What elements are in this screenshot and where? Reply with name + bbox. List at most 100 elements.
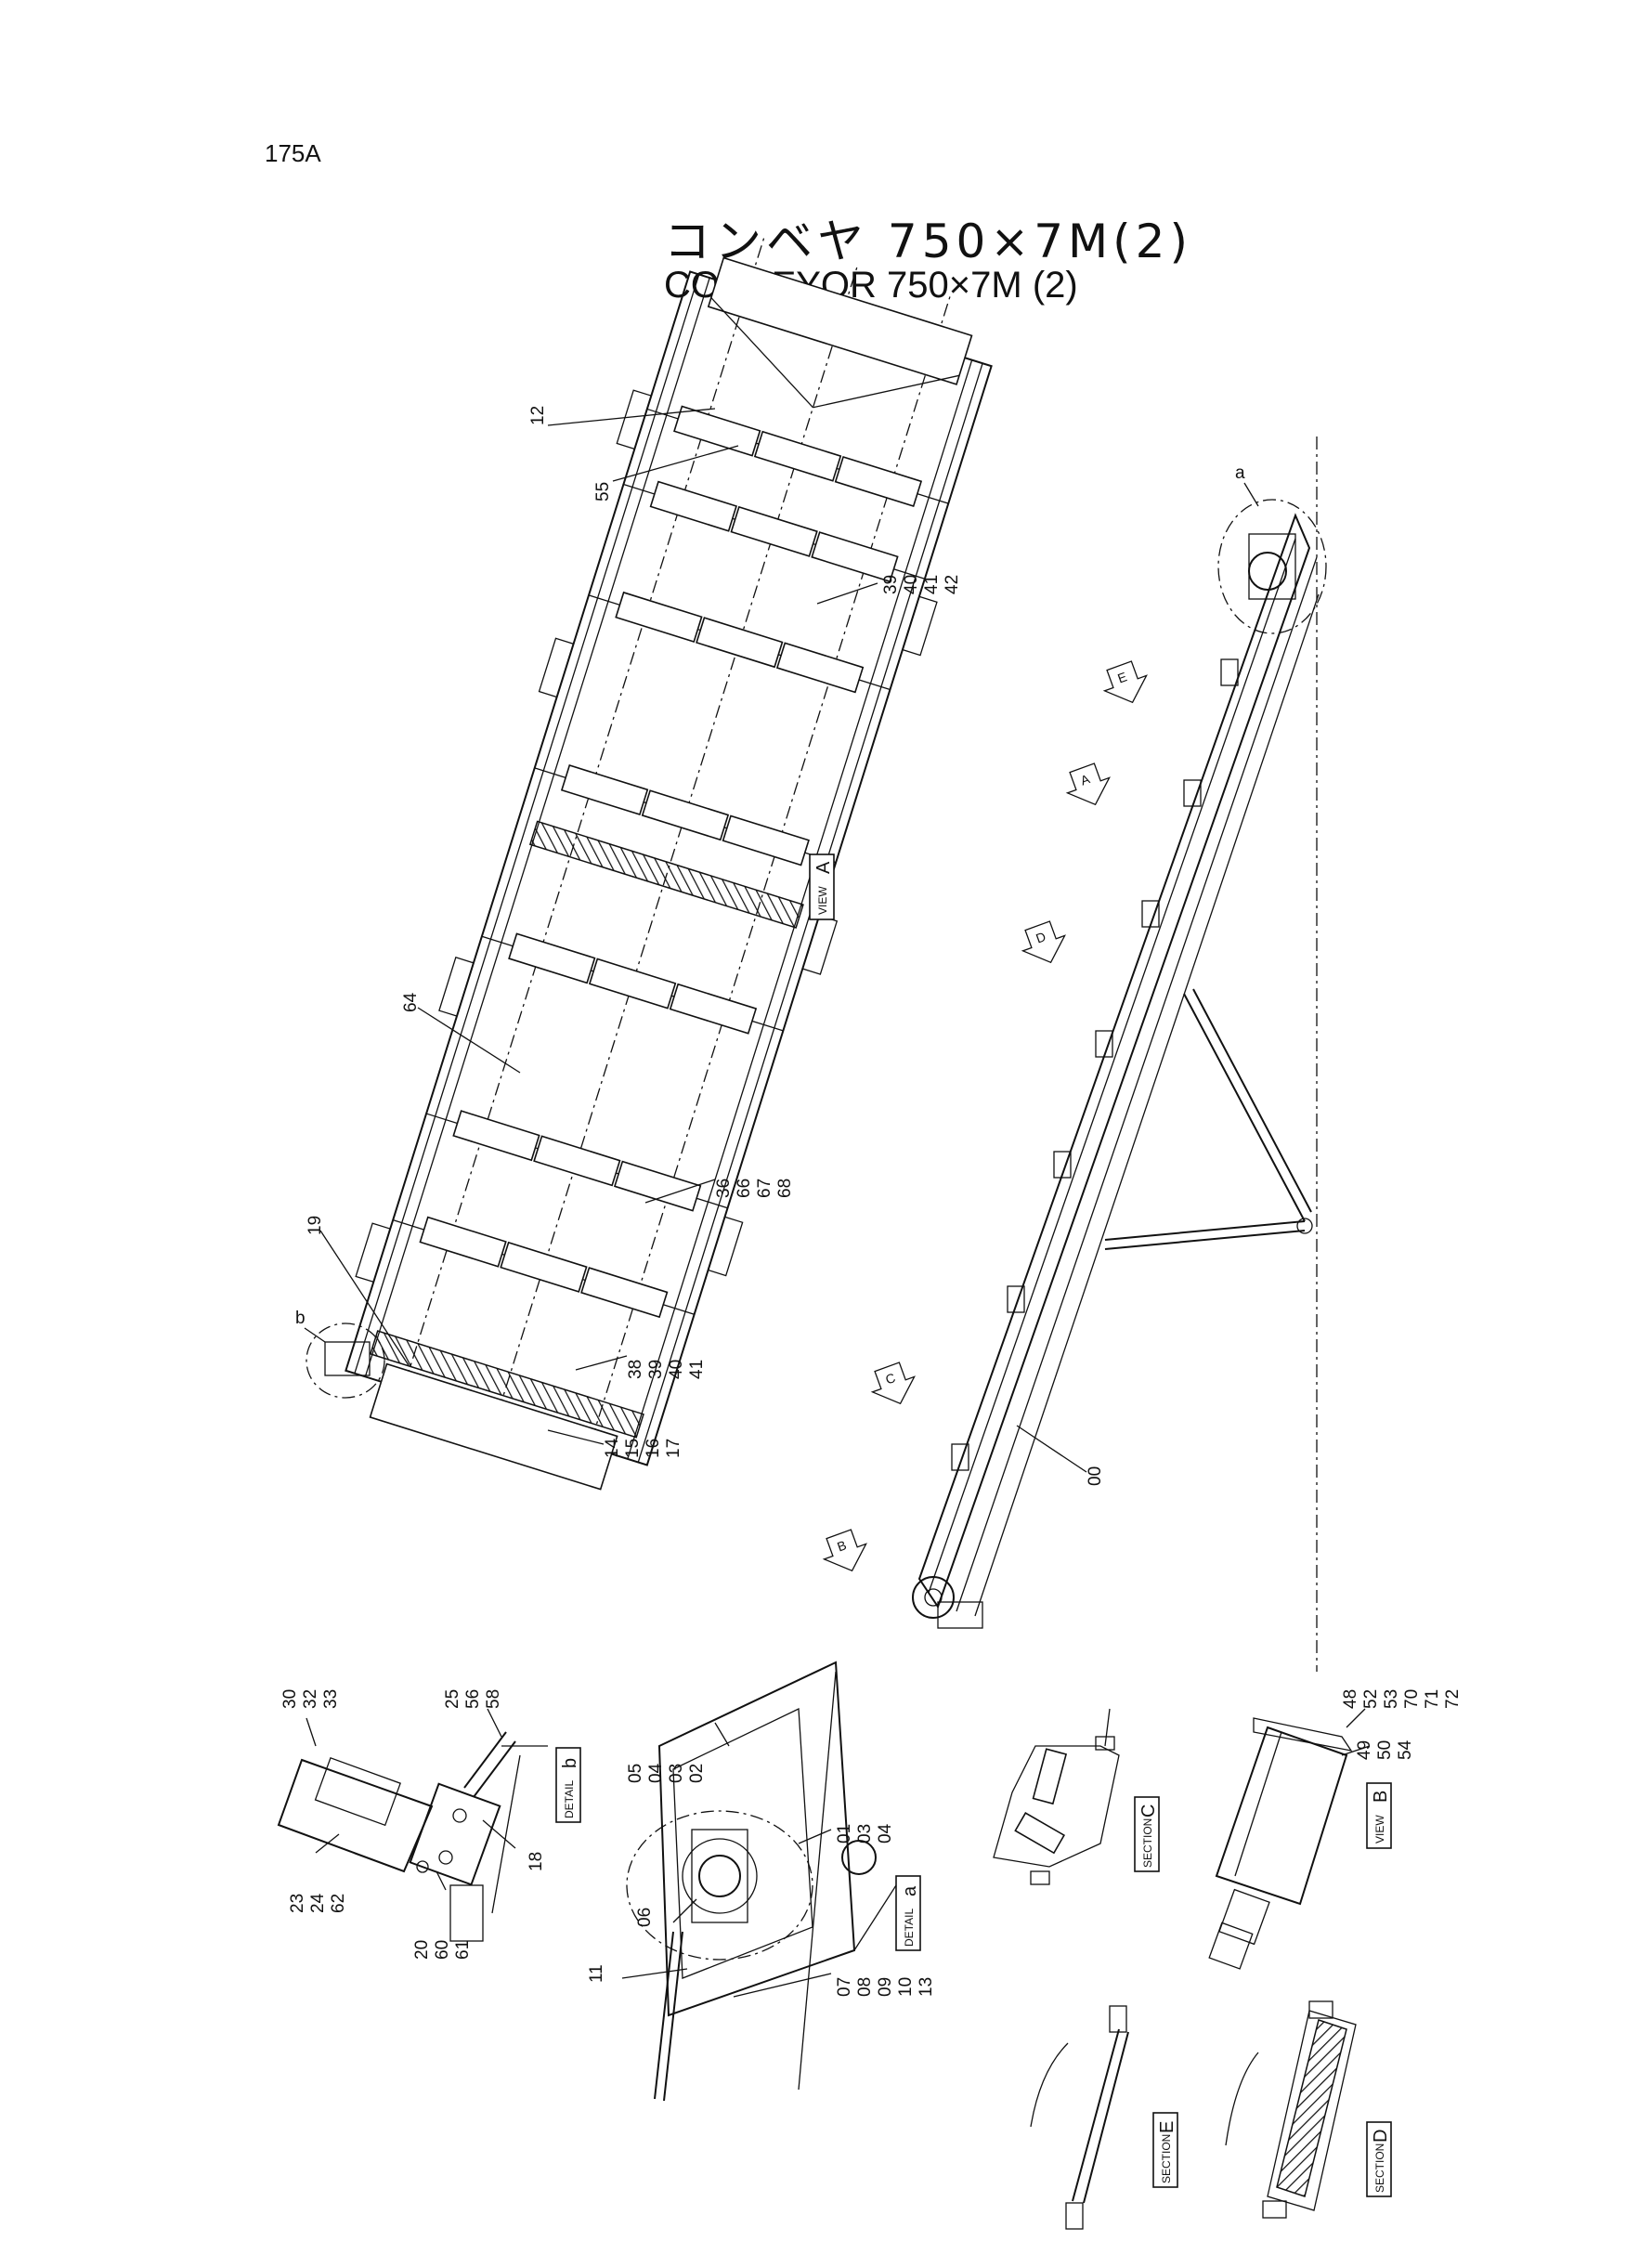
callout-00: 00 xyxy=(1086,1466,1105,1486)
svg-text:20: 20 xyxy=(412,1940,432,1960)
svg-text:60: 60 xyxy=(433,1940,452,1960)
svg-text:48: 48 xyxy=(1341,1689,1360,1709)
svg-text:SECTION: SECTION xyxy=(1160,2134,1173,2183)
svg-text:07: 07 xyxy=(835,1977,854,1997)
view-arrows: E A D C B xyxy=(822,660,1148,1572)
detail-a-drawing xyxy=(626,1661,897,2102)
svg-text:39: 39 xyxy=(881,575,901,594)
return-idler xyxy=(369,1330,644,1439)
page-number: 175A xyxy=(265,139,321,167)
svg-text:05: 05 xyxy=(626,1764,645,1783)
svg-text:09: 09 xyxy=(876,1977,895,1997)
svg-text:12: 12 xyxy=(528,406,548,425)
svg-text:06: 06 xyxy=(635,1908,655,1927)
svg-text:42: 42 xyxy=(943,575,962,594)
svg-text:49: 49 xyxy=(1355,1740,1374,1760)
leader-lines xyxy=(306,408,1371,1998)
svg-text:03: 03 xyxy=(855,1824,875,1844)
svg-text:11: 11 xyxy=(587,1964,606,1983)
svg-text:54: 54 xyxy=(1396,1739,1415,1760)
svg-text:32: 32 xyxy=(301,1689,320,1709)
view-b-drawing xyxy=(1208,1717,1353,1970)
svg-text:00: 00 xyxy=(1086,1466,1105,1486)
callout-55: 55 xyxy=(593,482,613,502)
view-arrow-b: B xyxy=(822,1529,867,1572)
callout-18: 18 xyxy=(527,1852,546,1871)
svg-text:52: 52 xyxy=(1361,1689,1381,1709)
svg-text:38: 38 xyxy=(626,1360,645,1379)
view-arrow-a: A xyxy=(1065,762,1111,806)
detail-b-circle xyxy=(306,1322,385,1399)
svg-text:DETAIL: DETAIL xyxy=(563,1780,576,1818)
svg-text:02: 02 xyxy=(687,1764,707,1783)
svg-text:70: 70 xyxy=(1402,1689,1422,1709)
svg-text:56: 56 xyxy=(463,1689,483,1709)
svg-text:B: B xyxy=(1371,1791,1391,1803)
svg-text:D: D xyxy=(1371,2130,1391,2143)
svg-text:72: 72 xyxy=(1443,1689,1463,1709)
svg-text:66: 66 xyxy=(735,1179,754,1198)
svg-text:17: 17 xyxy=(664,1439,683,1458)
svg-text:50: 50 xyxy=(1375,1740,1395,1760)
detail-a-circle xyxy=(1217,499,1327,634)
svg-text:SECTION: SECTION xyxy=(1373,2143,1386,2193)
callout-11: 11 xyxy=(587,1964,606,1983)
svg-text:68: 68 xyxy=(775,1179,795,1198)
svg-text:14: 14 xyxy=(603,1438,622,1458)
svg-text:39: 39 xyxy=(646,1360,666,1379)
svg-text:18: 18 xyxy=(527,1852,546,1871)
callout-12: 12 xyxy=(528,406,548,425)
svg-text:C: C xyxy=(1138,1804,1159,1818)
svg-text:03: 03 xyxy=(667,1764,686,1783)
detail-b-drawing xyxy=(277,1731,548,1942)
svg-text:D: D xyxy=(1034,929,1047,945)
svg-text:10: 10 xyxy=(896,1977,916,1997)
svg-text:33: 33 xyxy=(321,1689,341,1709)
svg-text:40: 40 xyxy=(902,575,921,594)
svg-text:E: E xyxy=(1115,669,1128,685)
svg-text:23: 23 xyxy=(288,1894,307,1913)
tag-view-b: VIEW B xyxy=(1366,1782,1392,1849)
svg-text:71: 71 xyxy=(1423,1689,1442,1709)
svg-text:B: B xyxy=(835,1537,848,1554)
head-pulley xyxy=(707,256,973,385)
svg-text:67: 67 xyxy=(755,1179,774,1198)
svg-text:61: 61 xyxy=(453,1940,473,1960)
svg-text:A: A xyxy=(1078,771,1092,788)
svg-text:b: b xyxy=(560,1758,580,1768)
svg-text:VIEW: VIEW xyxy=(816,886,829,915)
svg-text:04: 04 xyxy=(646,1763,666,1783)
svg-text:DETAIL: DETAIL xyxy=(903,1909,916,1947)
return-idler xyxy=(528,820,804,929)
svg-text:41: 41 xyxy=(687,1360,707,1379)
svg-text:58: 58 xyxy=(484,1689,503,1709)
svg-text:62: 62 xyxy=(329,1894,348,1913)
svg-text:01: 01 xyxy=(835,1824,854,1844)
svg-text:VIEW: VIEW xyxy=(1373,1815,1386,1844)
svg-text:SECTION: SECTION xyxy=(1141,1818,1154,1868)
tail-pulley xyxy=(369,1362,618,1491)
svg-text:19: 19 xyxy=(306,1216,325,1235)
svg-text:53: 53 xyxy=(1382,1689,1401,1709)
view-arrow-e: E xyxy=(1102,660,1148,704)
svg-text:04: 04 xyxy=(876,1823,895,1844)
callout-06: 06 xyxy=(635,1908,655,1927)
section-e-drawing xyxy=(1030,2005,1129,2230)
svg-text:41: 41 xyxy=(922,575,942,594)
